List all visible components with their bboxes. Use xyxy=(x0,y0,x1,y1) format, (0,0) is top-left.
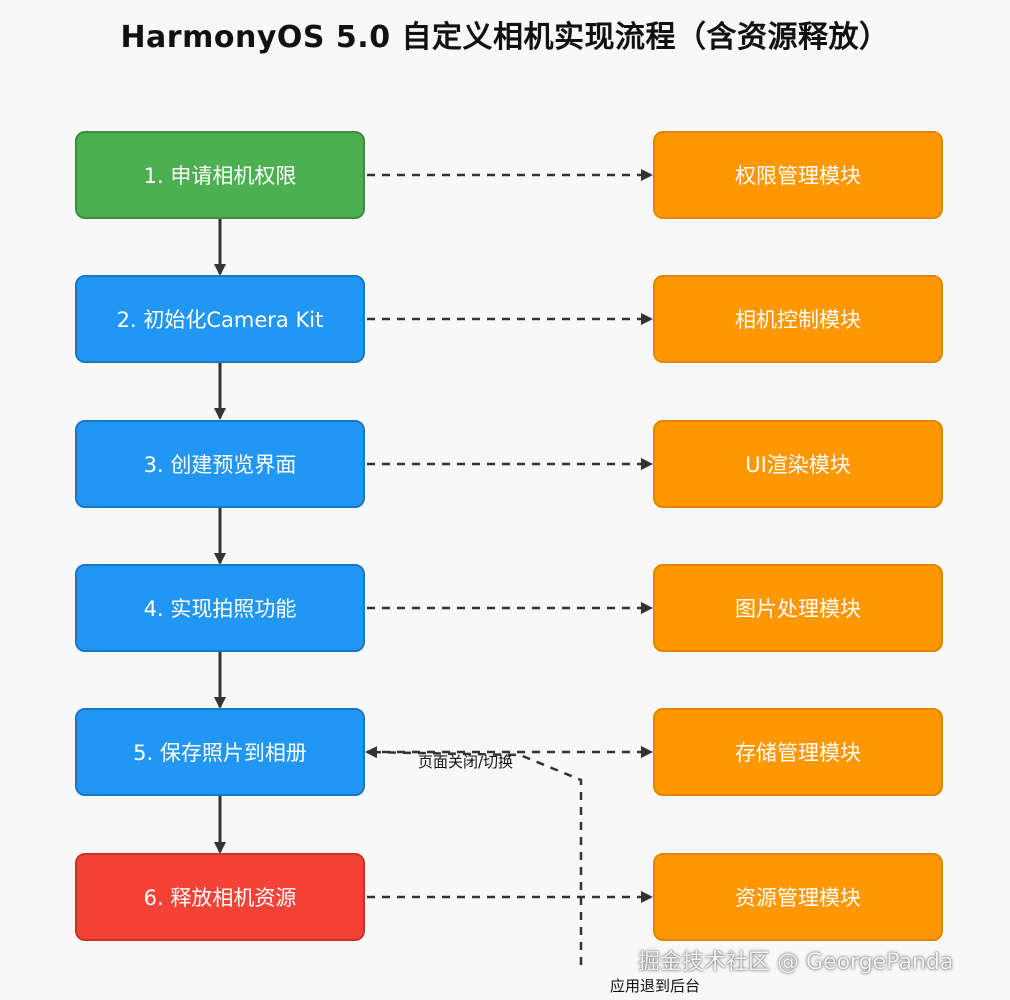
step-4-take-photo: 4. 实现拍照功能 xyxy=(75,564,365,652)
module-6-label: 资源管理模块 xyxy=(735,886,861,910)
step-5-save-photo: 5. 保存照片到相册 xyxy=(75,708,365,796)
step-4-label: 4. 实现拍照功能 xyxy=(143,597,297,621)
module-3-label: UI渲染模块 xyxy=(745,453,851,477)
release-trigger-path xyxy=(365,746,583,965)
diagram-title: HarmonyOS 5.0 自定义相机实现流程（含资源释放） xyxy=(120,20,890,55)
edge-label-page-close: 页面关闭/切换 xyxy=(418,753,514,771)
step-1-request-permission: 1. 申请相机权限 xyxy=(75,131,365,219)
module-camera-control: 相机控制模块 xyxy=(653,275,943,363)
module-4-label: 图片处理模块 xyxy=(735,597,861,621)
module-storage: 存储管理模块 xyxy=(653,708,943,796)
step-2-label: 2. 初始化Camera Kit xyxy=(116,308,324,332)
step-6-release-resources: 6. 释放相机资源 xyxy=(75,853,365,941)
step-3-label: 3. 创建预览界面 xyxy=(143,453,297,477)
edge-label-app-background: 应用退到后台 xyxy=(610,977,701,995)
module-1-label: 权限管理模块 xyxy=(735,164,861,188)
step-3-create-preview: 3. 创建预览界面 xyxy=(75,420,365,508)
module-resource: 资源管理模块 xyxy=(653,853,943,941)
watermark: 掘金技术社区 @ GeorgePanda xyxy=(638,950,954,975)
module-permission: 权限管理模块 xyxy=(653,131,943,219)
step-2-init-camera-kit: 2. 初始化Camera Kit xyxy=(75,275,365,363)
step-5-label: 5. 保存照片到相册 xyxy=(133,741,307,765)
step-6-label: 6. 释放相机资源 xyxy=(143,886,297,910)
module-image-processing: 图片处理模块 xyxy=(653,564,943,652)
step-1-label: 1. 申请相机权限 xyxy=(143,164,297,188)
module-ui-render: UI渲染模块 xyxy=(653,420,943,508)
module-2-label: 相机控制模块 xyxy=(735,308,861,332)
module-5-label: 存储管理模块 xyxy=(735,741,861,765)
